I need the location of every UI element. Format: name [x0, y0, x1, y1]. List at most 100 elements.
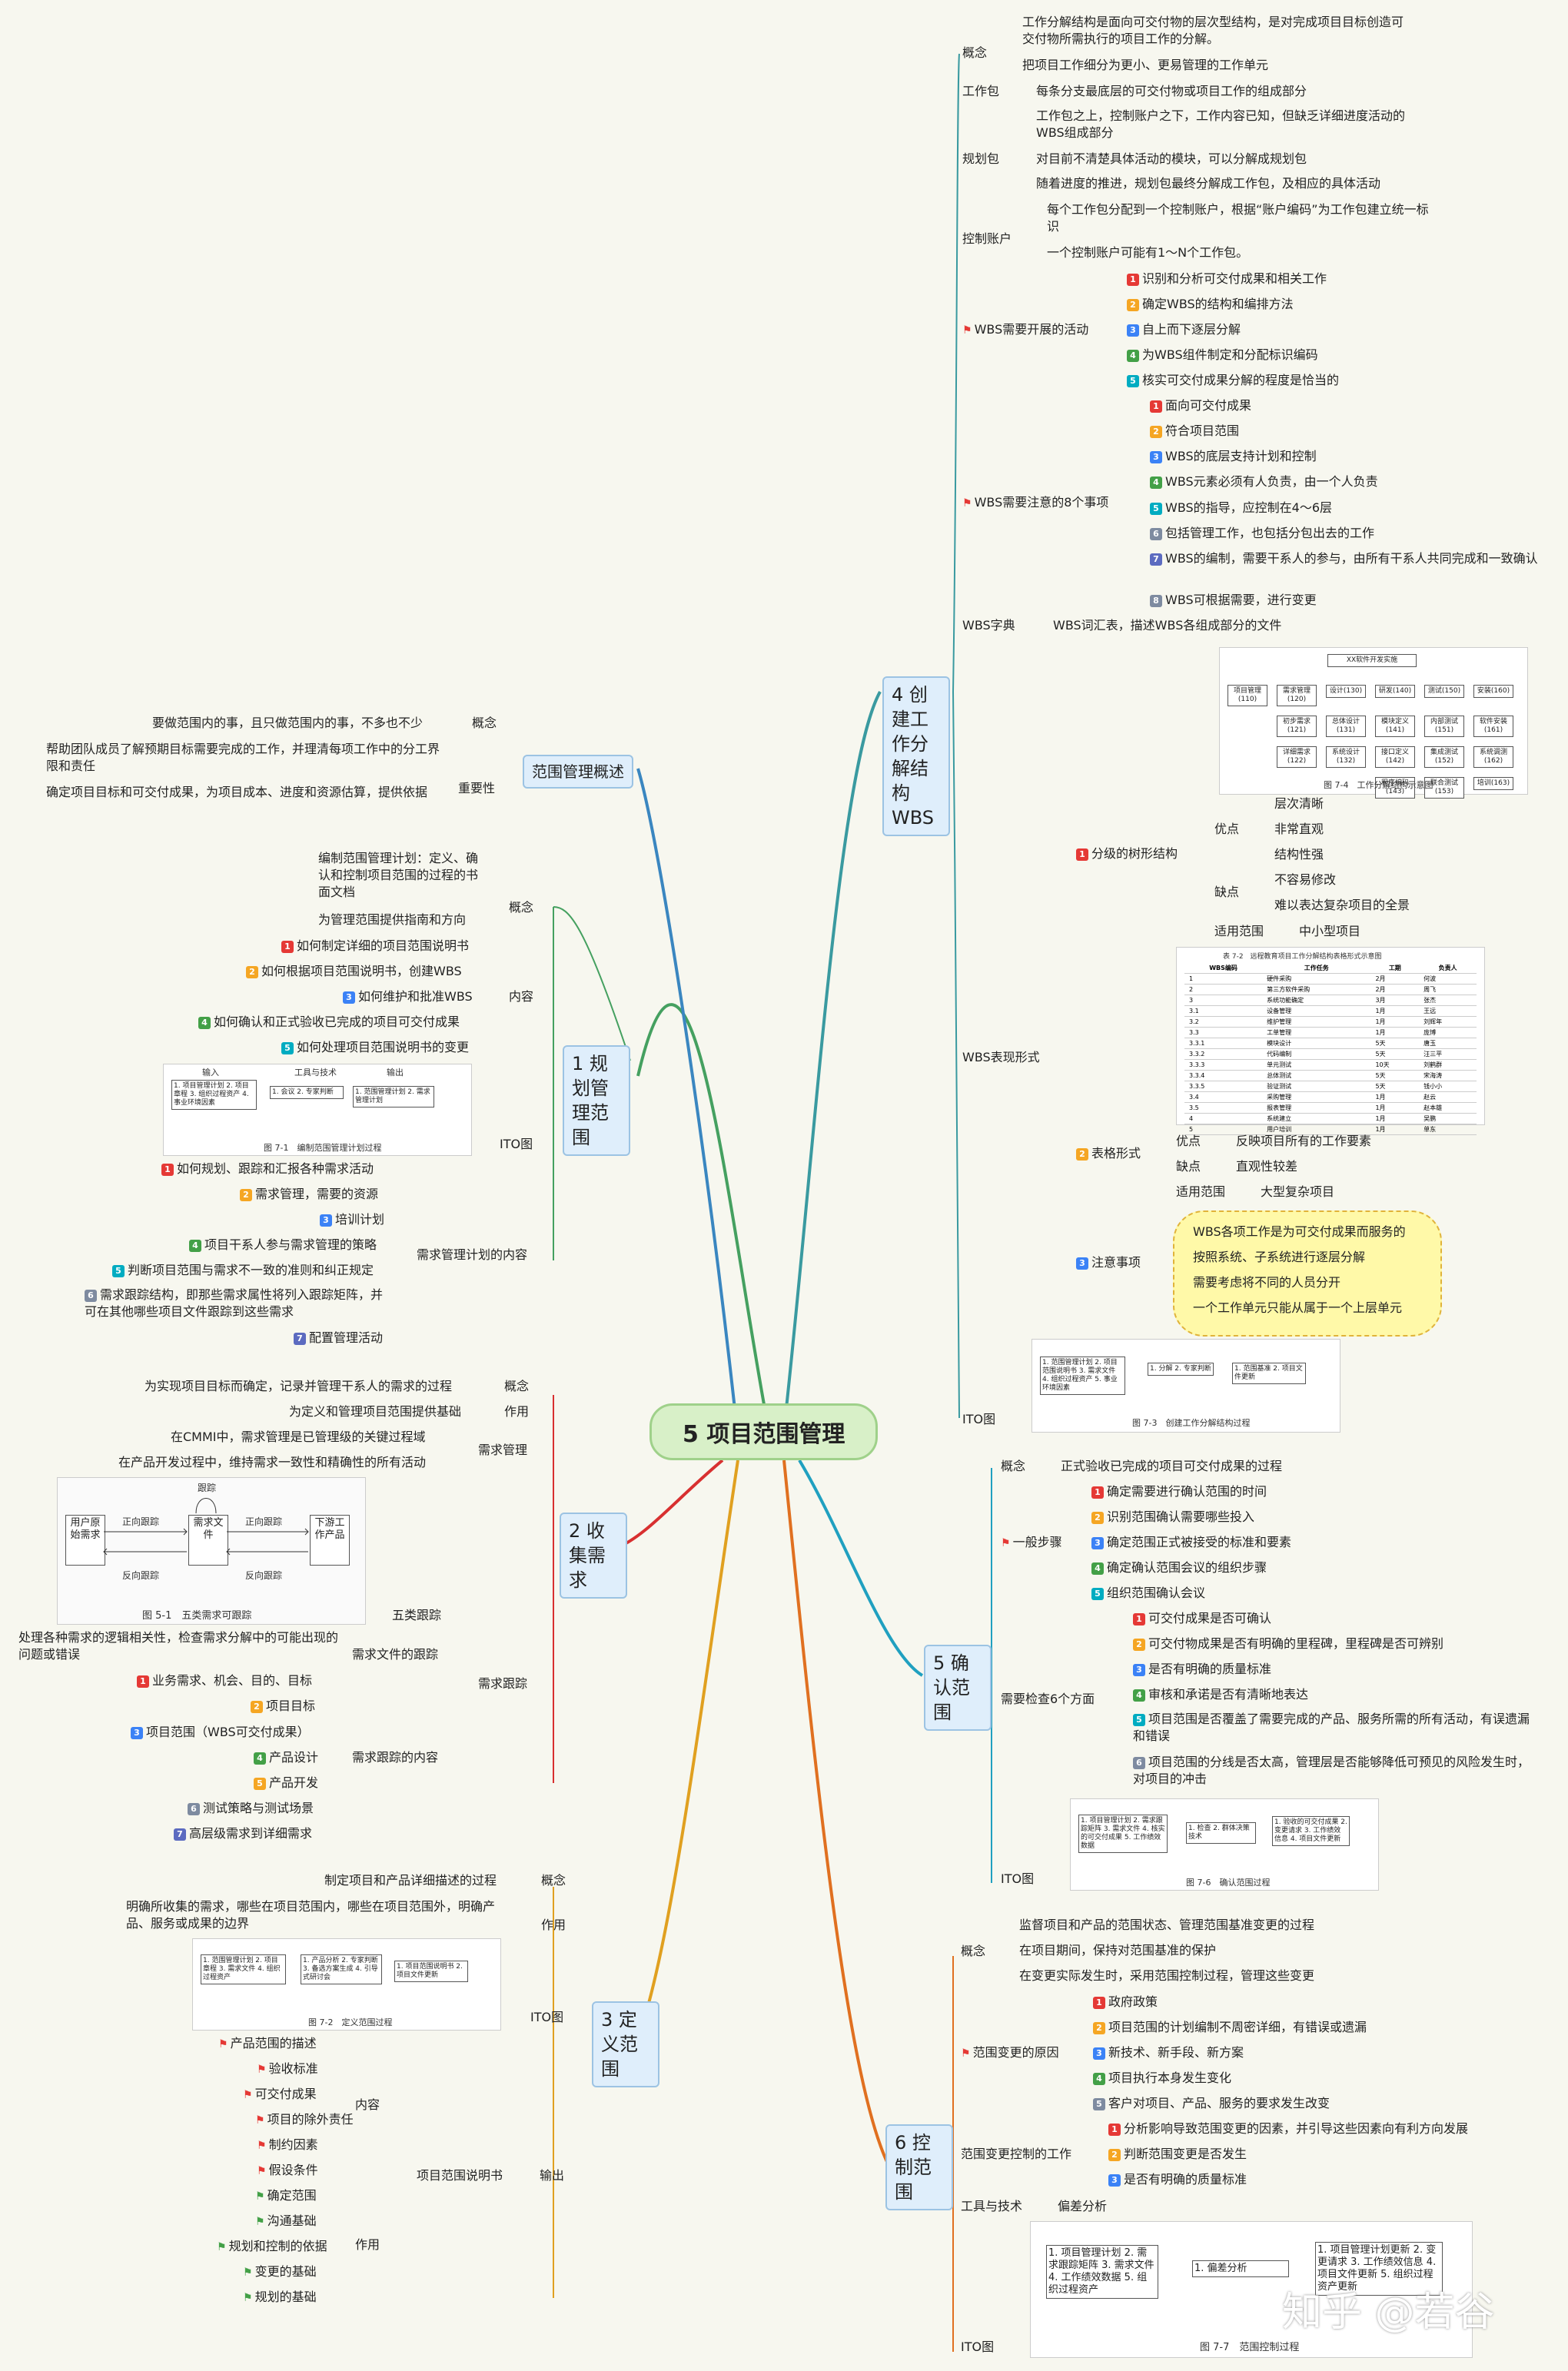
b4-pkg-label[interactable]: 工作包 [962, 84, 1000, 98]
b1-content-label[interactable]: 内容 [509, 989, 534, 1004]
table-scope-label[interactable]: 适用范围 [1176, 1184, 1226, 1199]
b4-dict-text: WBS词汇表，描述WBS各组成部分的文件 [1053, 618, 1282, 633]
b5-check-label[interactable]: 需要检查6个方面 [1001, 1692, 1095, 1706]
b4-plan-3: 随着进度的推进，规划包最终分解成工作包，及相应的具体活动 [1036, 176, 1381, 191]
b1-req-label[interactable]: 需求管理计划的内容 [417, 1247, 528, 1262]
b5-ito-label[interactable]: ITO图 [1001, 1871, 1035, 1886]
b6-ito-caption: 图 7-7 范围控制过程 [1200, 2342, 1300, 2353]
b4-plan-label[interactable]: 规划包 [962, 151, 1000, 166]
b3-content-1: ⚑产品范围的描述 [218, 2036, 317, 2051]
b5-steps-label[interactable]: ⚑一般步骤 [1001, 1535, 1062, 1549]
b2-trace-label[interactable]: 需求跟踪 [478, 1676, 528, 1691]
b3-concept-label[interactable]: 概念 [541, 1873, 566, 1888]
b4-ito-caption: 图 7-3 创建工作分解结构过程 [1132, 1418, 1251, 1428]
branch-overview[interactable]: 范围管理概述 [523, 755, 633, 789]
b2-five-label[interactable]: 五类跟踪 [392, 1608, 442, 1622]
b6-cause-label[interactable]: ⚑范围变更的原因 [961, 2045, 1059, 2060]
b6-ctrl-label[interactable]: 范围变更控制的工作 [961, 2147, 1072, 2161]
table-dis-label[interactable]: 缺点 [1176, 1159, 1201, 1174]
table-adv: 反映项目所有的工作要素 [1236, 1134, 1372, 1148]
tree-node: 内部测试(151) [1424, 716, 1464, 737]
b3-content-2: ⚑验收标准 [257, 2061, 318, 2076]
b4-repr-label[interactable]: WBS表现形式 [962, 1050, 1040, 1064]
b5-ito-tools: 1. 检查 2. 群体决策技术 [1186, 1822, 1256, 1844]
overview-concept-label[interactable]: 概念 [472, 716, 497, 730]
b3-output-label[interactable]: 输出 [540, 2168, 565, 2183]
b1-concept-2: 为管理范围提供指南和方向 [318, 912, 467, 927]
branch-create-wbs[interactable]: 4 创建工作分解结构WBS [882, 676, 950, 836]
tree-dis-label[interactable]: 缺点 [1214, 885, 1240, 899]
b1-concept-label[interactable]: 概念 [509, 900, 534, 915]
tree-node: 模块定义(141) [1375, 716, 1415, 737]
overview-importance-label[interactable]: 重要性 [458, 781, 496, 795]
b4-concept-label[interactable]: 概念 [962, 45, 988, 60]
b1-ito-inputs: 1. 项目管理计划 2. 项目章程 3. 组织过程资产 4. 事业环境因素 [171, 1080, 257, 1110]
tree-scope-label[interactable]: 适用范围 [1214, 924, 1264, 938]
b6-ito-tools: 1. 偏差分析 [1192, 2260, 1289, 2277]
b3-role2-2: ⚑沟通基础 [255, 2213, 317, 2228]
b2-doc-label[interactable]: 需求文件的跟踪 [352, 1647, 439, 1662]
tree-node: 初步需求(121) [1277, 716, 1317, 737]
b4-concept-2: 把项目工作细分为更小、更易管理的工作单元 [1022, 58, 1269, 72]
b4-ito-tools: 1. 分解 2. 专家判断 [1148, 1363, 1214, 1376]
b4-concept-1: 工作分解结构是面向可交付物的层次型结构，是对完成项目目标创造可交付物所需执行的项… [1022, 15, 1404, 46]
b6-tool-label[interactable]: 工具与技术 [961, 2199, 1023, 2213]
b3-role2-label[interactable]: 作用 [355, 2237, 380, 2252]
branch-control-scope[interactable]: 6 控制范围 [885, 2124, 953, 2210]
tree-fig-caption: 图 7-4 工作分解结构示意图 [1324, 780, 1433, 790]
b4-acct-label[interactable]: 控制账户 [962, 231, 1012, 246]
b1-ito-label[interactable]: ITO图 [500, 1137, 533, 1151]
branch-validate-scope[interactable]: 5 确认范围 [924, 1645, 992, 1731]
b2-concept-label[interactable]: 概念 [504, 1379, 530, 1393]
b4-dict-label[interactable]: WBS字典 [962, 618, 1015, 633]
b2-content-label[interactable]: 需求跟踪的内容 [352, 1750, 439, 1765]
b4-ito-outputs: 1. 范围基准 2. 项目文件更新 [1232, 1363, 1306, 1384]
b2-mgmt-label[interactable]: 需求管理 [478, 1443, 528, 1457]
b3-content-label[interactable]: 内容 [355, 2097, 380, 2112]
b6-concept-label[interactable]: 概念 [961, 1944, 986, 1958]
b4-notes-label[interactable]: ⚑WBS需要注意的8个事项 [962, 495, 1109, 510]
b5-concept-label[interactable]: 概念 [1001, 1459, 1026, 1473]
tree-adv-3: 结构性强 [1274, 847, 1324, 862]
b2-role-label[interactable]: 作用 [504, 1404, 530, 1419]
table-adv-label[interactable]: 优点 [1176, 1134, 1201, 1148]
b3-ito-caption: 图 7-2 定义范围过程 [308, 2017, 393, 2027]
tree-adv-label[interactable]: 优点 [1214, 822, 1240, 836]
branch-define-scope[interactable]: 3 定义范围 [592, 2001, 659, 2087]
b4-pkg-text: 每条分支最底层的可交付物或项目工作的组成部分 [1036, 84, 1307, 98]
b4-activities-label[interactable]: ⚑WBS需要开展的活动 [962, 322, 1089, 337]
b5-ito-figure: 1. 项目管理计划 2. 需求跟踪矩阵 3. 需求文件 4. 核实的可交付成果 … [1070, 1798, 1379, 1891]
b3-stmt-label[interactable]: 项目范围说明书 [417, 2168, 503, 2183]
wbs-tree-figure: XX软件开发实施 项目管理(110)需求管理(120)设计(130)研发(140… [1219, 647, 1528, 799]
branch-plan-scope-mgmt[interactable]: 1 规划管理范围 [563, 1045, 630, 1156]
b1-ito-figure: 输入 工具与技术 输出 1. 项目管理计划 2. 项目章程 3. 组织过程资产 … [163, 1064, 472, 1156]
branch-collect-requirements[interactable]: 2 收集需求 [560, 1513, 627, 1599]
b5-concept: 正式验收已完成的项目可交付成果的过程 [1061, 1459, 1283, 1473]
b3-role-label[interactable]: 作用 [541, 1918, 566, 1932]
b3-role2-4: ⚑变更的基础 [243, 2264, 317, 2279]
tree-dis-2: 难以表达复杂项目的全景 [1274, 898, 1410, 912]
b3-ito-label[interactable]: ITO图 [530, 2010, 564, 2024]
b3-content-4: ⚑项目的除外责任 [255, 2112, 354, 2127]
b4-ito-label[interactable]: ITO图 [962, 1412, 996, 1426]
tree-node: 详细需求(122) [1277, 746, 1317, 768]
b6-ito-label[interactable]: ITO图 [961, 2339, 995, 2354]
central-topic[interactable]: 5 项目范围管理 [649, 1403, 879, 1460]
